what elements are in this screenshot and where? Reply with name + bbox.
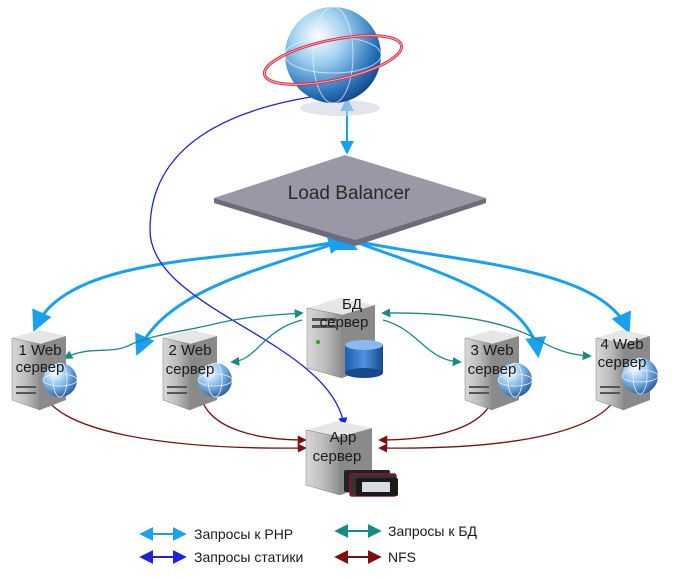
web3-label-line1: 3 Web bbox=[470, 342, 513, 359]
web1-label-line1: 1 Web bbox=[18, 342, 61, 359]
legend-php-label: Запросы к PHP bbox=[194, 526, 293, 542]
legend-item-php: Запросы к PHP bbox=[139, 526, 293, 542]
app-server: App сервер bbox=[305, 421, 398, 497]
db-link-web3 bbox=[382, 319, 462, 367]
globe-icon bbox=[621, 357, 659, 395]
app-server-label-line2: сервер bbox=[313, 448, 362, 465]
globe-icon bbox=[197, 362, 233, 398]
internet-globe-icon bbox=[262, 6, 404, 116]
db-link-web2 bbox=[230, 319, 303, 366]
web4-label-line1: 4 Web bbox=[600, 336, 643, 353]
app-server-label-line1: App bbox=[330, 429, 357, 446]
legend: Запросы к PHP Запросы статики Запросы к … bbox=[139, 523, 478, 565]
globe-icon bbox=[497, 362, 533, 398]
web-server-3: 3 Web сервер bbox=[464, 330, 533, 411]
web1-label-line2: сервер bbox=[16, 359, 65, 376]
globe-icon bbox=[42, 362, 78, 398]
db-server: БД сервер bbox=[306, 296, 383, 379]
web2-label-line1: 2 Web bbox=[168, 342, 211, 359]
static-link-internet-app bbox=[149, 88, 350, 427]
load-balancer-label: Load Balancer bbox=[288, 183, 411, 204]
db-link-web1 bbox=[63, 309, 304, 359]
database-cylinder-icon bbox=[345, 340, 383, 378]
legend-item-db: Запросы к БД bbox=[334, 523, 478, 539]
connections bbox=[32, 88, 631, 453]
web-server-4: 4 Web сервер bbox=[595, 330, 659, 411]
php-link-web4 bbox=[349, 238, 631, 334]
db-server-label-line1: БД bbox=[342, 296, 362, 313]
db-server-label-line2: сервер bbox=[320, 314, 369, 331]
web4-label-line2: сервер bbox=[598, 354, 647, 371]
db-link-web4 bbox=[381, 308, 592, 361]
load-balancer: Load Balancer bbox=[214, 155, 486, 246]
web3-label-line2: сервер bbox=[468, 361, 517, 378]
legend-static-label: Запросы статики bbox=[194, 549, 303, 565]
web-server-1: 1 Web сервер bbox=[11, 330, 78, 411]
legend-db-label: Запросы к БД bbox=[388, 523, 478, 539]
legend-item-nfs: NFS bbox=[334, 549, 416, 565]
legend-item-static: Запросы статики bbox=[139, 549, 303, 565]
legend-nfs-label: NFS bbox=[388, 549, 416, 565]
web2-label-line2: сервер bbox=[166, 361, 215, 378]
storage-disks-icon bbox=[344, 470, 398, 497]
web-server-2: 2 Web сервер bbox=[162, 330, 233, 411]
php-link-web1 bbox=[32, 233, 350, 332]
